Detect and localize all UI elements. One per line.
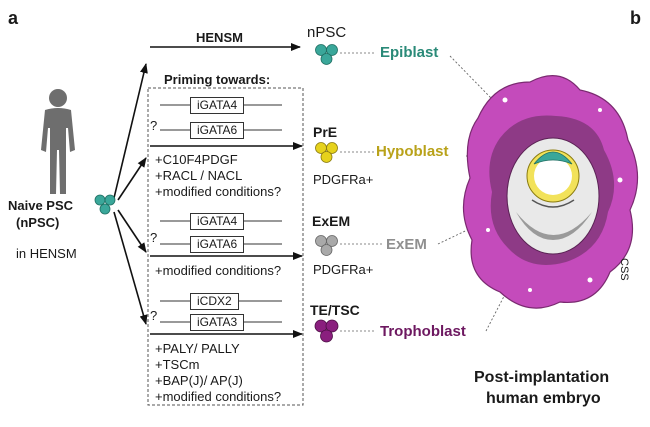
gene-box-exem-1: iGATA4 — [190, 213, 245, 230]
te-condition-2: +TSCm — [155, 357, 200, 372]
css-side-label: CSS — [618, 258, 630, 281]
hypoblast-label: Hypoblast — [376, 143, 449, 160]
naive-psc-abbrev: (nPSC) — [16, 215, 60, 230]
pre-condition-2: +RACL / NACL — [155, 168, 243, 183]
panel-label-a: a — [8, 8, 19, 28]
epiblast-label: Epiblast — [380, 44, 439, 61]
te-condition-3: +BAP(J)/ AP(J) — [155, 373, 243, 388]
te-condition-1: +PALY/ PALLY — [155, 341, 240, 356]
arrow-to-hensm — [113, 63, 148, 199]
exem-cell-icon — [315, 235, 338, 256]
pre-condition-1: +C10F4PDGF — [155, 152, 238, 167]
gene-box-exem-2: iGATA6 — [190, 236, 245, 253]
question-mark-pre: ? — [150, 118, 158, 133]
exem-cell-label: ExEM — [312, 213, 351, 229]
panel-label-b: b — [630, 8, 641, 28]
gene-box-te-1: iCDX2 — [190, 293, 239, 310]
gene-box-pre-1: iGATA4 — [190, 97, 245, 114]
question-mark-exem: ? — [150, 230, 158, 245]
arrow-to-pre — [117, 157, 147, 201]
arrow-to-te — [113, 211, 148, 325]
priming-title: Priming towards: — [164, 72, 271, 87]
embryo-title-line2: human embryo — [486, 390, 601, 407]
arrow-to-exem — [117, 209, 147, 253]
gene-box-te-2: iGATA3 — [190, 314, 245, 331]
naive-psc-label: Naive PSC — [8, 198, 74, 213]
human-silhouette-icon — [41, 89, 75, 194]
npsc-cell-label: nPSC — [307, 24, 347, 41]
pre-marker-label: PDGFRa+ — [313, 172, 374, 187]
hensm-arrow-label: HENSM — [196, 30, 243, 45]
npsc-cell-icon — [315, 44, 338, 65]
embryo-title-line1: Post-implantation — [474, 369, 610, 386]
te-cell-icon — [314, 319, 339, 343]
pre-condition-3: +modified conditions? — [155, 184, 282, 199]
gene-box-pre-2: iGATA6 — [190, 122, 245, 139]
question-mark-te: ? — [150, 308, 158, 323]
te-condition-4: +modified conditions? — [155, 389, 282, 404]
trophoblast-label: Trophoblast — [380, 323, 466, 340]
exem-lineage-label: ExEM — [386, 236, 427, 253]
naive-cell-icon — [94, 194, 116, 215]
pre-cell-label: PrE — [313, 124, 338, 140]
exem-condition-1: +modified conditions? — [155, 263, 282, 278]
naive-medium-label: in HENSM — [16, 246, 77, 261]
pre-cell-icon — [315, 142, 338, 163]
priming-box — [147, 87, 304, 406]
exem-marker-label: PDGFRa+ — [313, 262, 374, 277]
embryo-illustration — [462, 75, 639, 309]
te-cell-label: TE/TSC — [310, 302, 360, 318]
